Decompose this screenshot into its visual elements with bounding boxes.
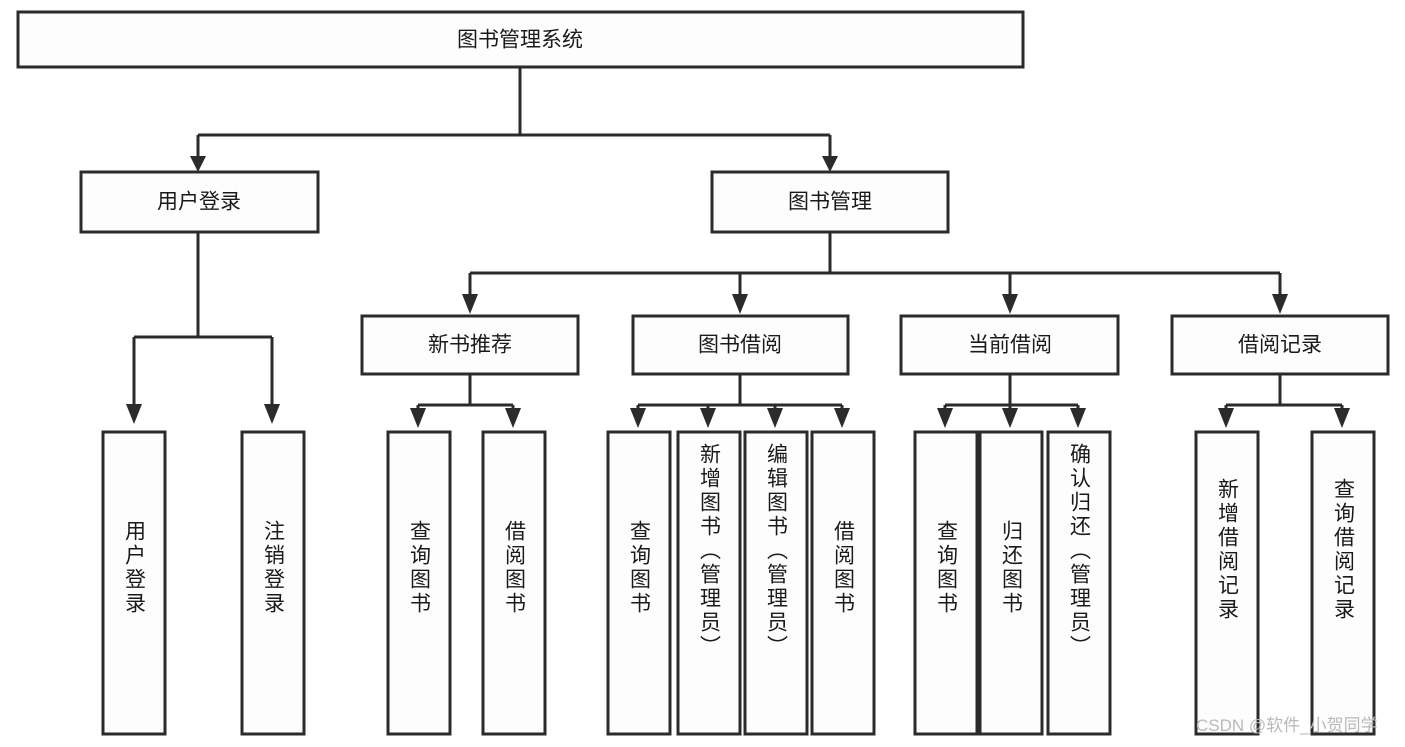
leaf-user-login-label: 用户登录 [123,520,147,616]
arrowhead-leaf-query-book-1 [410,408,426,428]
arrowhead-leaf-add-borrow-record [1218,408,1234,428]
leaf-confirm-return-admin[interactable]: 确认归还（管理员） [1046,430,1112,736]
arrowhead-leaf-query-book-2 [630,408,646,428]
leaf-edit-book-admin-label: 编辑图书（管理员） [765,443,789,659]
leaf-query-book-1[interactable]: 查询图书 [386,430,452,736]
node-new-book-recommend[interactable]: 新书推荐 [360,314,580,376]
leaf-query-book-1-box[interactable] [386,430,452,736]
leaf-logout-login-box[interactable] [240,430,306,736]
arrowhead-leaf-confirm-return-admin [1070,408,1086,428]
leaf-edit-book-admin[interactable]: 编辑图书（管理员） [743,430,809,736]
arrowhead-leaf-query-book-3 [937,408,953,428]
node-borrow-record-label: 借阅记录 [1238,334,1322,357]
arrowhead-current-borrow [1002,294,1018,314]
leaf-query-book-3-box[interactable] [913,430,979,736]
node-root[interactable]: 图书管理系统 [16,10,1025,69]
node-borrow-record-box[interactable] [1170,314,1390,376]
leaf-edit-book-admin-box[interactable] [743,430,809,736]
arrowhead-leaf-logout-login [264,404,280,424]
leaf-borrow-book-2[interactable]: 借阅图书 [810,430,876,736]
node-user-login-label: 用户登录 [157,191,241,214]
arrowhead-new-book-recommend [462,294,478,314]
leaf-query-borrow-record[interactable]: 查询借阅记录 [1310,430,1376,736]
leaf-add-borrow-record[interactable]: 新增借阅记录 [1194,430,1260,736]
leaf-logout-login[interactable]: 注销登录 [240,430,306,736]
arrowhead-leaf-edit-book-admin [767,408,783,428]
leaf-return-book[interactable]: 归还图书 [978,430,1044,736]
leaf-add-book-admin[interactable]: 新增图书（管理员） [676,430,742,736]
leaf-return-book-label: 归还图书 [1000,520,1024,616]
arrowhead-leaf-query-borrow-record [1334,408,1350,428]
node-root-label: 图书管理系统 [457,29,583,52]
node-new-book-recommend-box[interactable] [360,314,580,376]
arrowhead-leaf-add-book-admin [700,408,716,428]
leaf-confirm-return-admin-label: 确认归还（管理员） [1068,443,1092,659]
leaf-query-borrow-record-box[interactable] [1310,430,1376,736]
leaf-user-login[interactable]: 用户登录 [101,430,167,736]
node-current-borrow-box[interactable] [899,314,1120,376]
leaf-add-borrow-record-label: 新增借阅记录 [1216,478,1240,622]
leaf-add-borrow-record-box[interactable] [1194,430,1260,736]
arrowhead-leaf-return-book [1002,408,1018,428]
node-current-borrow-label: 当前借阅 [968,334,1052,357]
node-current-borrow[interactable]: 当前借阅 [899,314,1120,376]
node-root-box[interactable] [16,10,1025,69]
leaf-query-book-2[interactable]: 查询图书 [606,430,672,736]
arrowhead-user-login [190,156,206,172]
leaf-user-login-box[interactable] [101,430,167,736]
node-user-login[interactable]: 用户登录 [79,170,320,234]
node-borrow-record[interactable]: 借阅记录 [1170,314,1390,376]
node-user-login-box[interactable] [79,170,320,234]
arrowhead-leaf-borrow-book-1 [505,408,521,428]
node-book-management-label: 图书管理 [788,191,872,214]
leaf-add-book-admin-box[interactable] [676,430,742,736]
leaf-return-book-box[interactable] [978,430,1044,736]
node-book-borrow[interactable]: 图书借阅 [631,314,850,376]
node-new-book-recommend-label: 新书推荐 [428,334,512,357]
leaf-logout-login-label: 注销登录 [262,520,286,616]
csdn-watermark: CSDN @软件_小贺同学 [1196,716,1378,735]
arrowhead-leaf-borrow-book-2 [834,408,850,428]
connector-layer [126,67,1350,428]
leaf-query-borrow-record-label: 查询借阅记录 [1332,478,1356,622]
leaf-borrow-book-2-box[interactable] [810,430,876,736]
leaf-query-book-2-box[interactable] [606,430,672,736]
arrowhead-borrow-record [1272,294,1288,314]
leaf-borrow-book-2-label: 借阅图书 [832,520,856,616]
leaf-confirm-return-admin-box[interactable] [1046,430,1112,736]
node-book-management[interactable]: 图书管理 [710,170,950,234]
leaf-add-book-admin-label: 新增图书（管理员） [698,443,722,659]
arrowhead-book-management [822,156,838,172]
leaf-borrow-book-1-box[interactable] [481,430,547,736]
leaf-borrow-book-1-label: 借阅图书 [503,520,527,616]
arrowhead-book-borrow [732,294,748,314]
leaf-query-book-1-label: 查询图书 [408,520,432,616]
leaf-query-book-3-label: 查询图书 [935,520,959,616]
node-book-management-box[interactable] [710,170,950,234]
arrowhead-leaf-user-login [126,404,142,424]
node-book-borrow-box[interactable] [631,314,850,376]
leaf-borrow-book-1[interactable]: 借阅图书 [481,430,547,736]
leaf-query-book-3[interactable]: 查询图书 [913,430,979,736]
leaf-query-book-2-label: 查询图书 [628,520,652,616]
node-book-borrow-label: 图书借阅 [698,334,782,357]
